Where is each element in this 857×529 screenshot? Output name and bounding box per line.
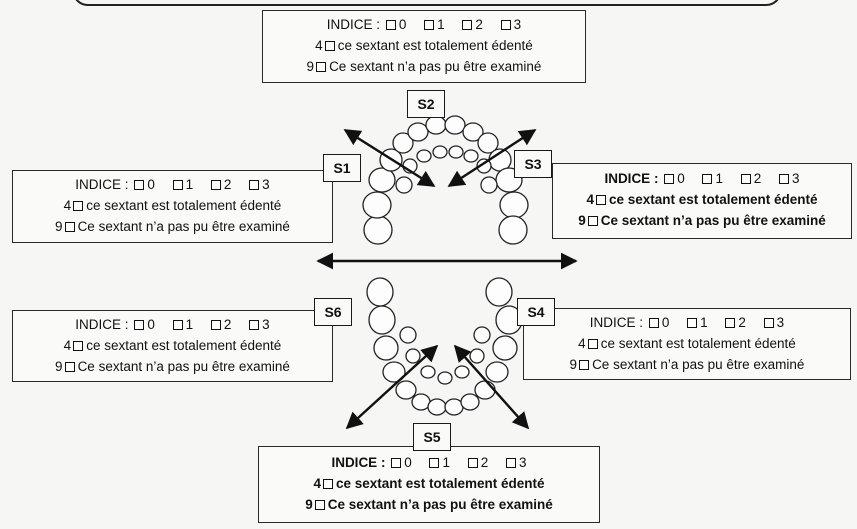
s1-checkbox-2[interactable] [210, 180, 221, 190]
s6-checkbox-2[interactable] [210, 320, 221, 330]
s3-checkbox-4[interactable] [595, 195, 606, 205]
s2-label: S2 [407, 90, 445, 118]
s3-checkbox-2[interactable] [740, 174, 751, 184]
s6-label: S6 [314, 298, 352, 326]
s5-checkbox-3[interactable] [506, 458, 517, 468]
s4-label: S4 [517, 298, 555, 326]
s1-indice-row: INDICE : 0 1 2 3 [75, 177, 270, 192]
s6-indice-row: INDICE : 0 1 2 3 [75, 317, 270, 332]
arrow-s3 [447, 128, 537, 188]
arrow-s6 [345, 344, 439, 430]
s4-checkbox-0[interactable] [648, 318, 659, 328]
s3-checkbox-9[interactable] [587, 216, 598, 226]
s2-checkbox-9[interactable] [316, 62, 327, 72]
s1-checkbox-0[interactable] [134, 180, 145, 190]
s4-checkbox-9[interactable] [579, 360, 590, 370]
s2-indice-row: INDICE : 0 1 2 3 [326, 17, 522, 32]
upper-arch [362, 115, 529, 245]
s3-checkbox-3[interactable] [779, 174, 790, 184]
s5-checkbox-2[interactable] [467, 458, 478, 468]
s1-label: S1 [323, 154, 361, 182]
s6-checkbox-4[interactable] [73, 341, 84, 351]
s6-checkbox-1[interactable] [172, 320, 183, 330]
s6-checkbox-3[interactable] [249, 320, 260, 330]
s4-indice-row: INDICE : 0 1 2 3 [589, 315, 785, 330]
s5-checkbox-1[interactable] [429, 458, 440, 468]
s4-checkbox-4[interactable] [587, 339, 598, 349]
s4-checkbox-2[interactable] [725, 318, 736, 328]
s5-checkbox-0[interactable] [391, 458, 402, 468]
s2-checkbox-3[interactable] [500, 20, 511, 30]
s2-checkbox-0[interactable] [385, 20, 396, 30]
s6-checkbox-0[interactable] [134, 320, 145, 330]
s5-label: S5 [413, 423, 451, 451]
s5-checkbox-9[interactable] [314, 500, 325, 510]
s1-checkbox-3[interactable] [249, 180, 260, 190]
s1-checkbox-4[interactable] [73, 201, 84, 211]
s3-indice-row: INDICE : 0 1 2 3 [604, 171, 800, 186]
s4-checkbox-1[interactable] [687, 318, 698, 328]
s3-label: S3 [514, 150, 552, 178]
arrow-s1 [343, 128, 436, 188]
s3-checkbox-1[interactable] [702, 174, 713, 184]
s1-checkbox-1[interactable] [172, 180, 183, 190]
s2-checkbox-2[interactable] [462, 20, 473, 30]
s4-checkbox-3[interactable] [763, 318, 774, 328]
s5-checkbox-4[interactable] [322, 479, 333, 489]
s5-indice-row: INDICE : 0 1 2 3 [331, 455, 527, 470]
s3-checkbox-0[interactable] [664, 174, 675, 184]
s2-checkbox-4[interactable] [324, 41, 335, 51]
s6-checkbox-9[interactable] [64, 362, 75, 372]
arrows [316, 128, 578, 430]
s1-checkbox-9[interactable] [64, 222, 75, 232]
s2-checkbox-1[interactable] [424, 20, 435, 30]
arrow-s4 [453, 344, 530, 430]
